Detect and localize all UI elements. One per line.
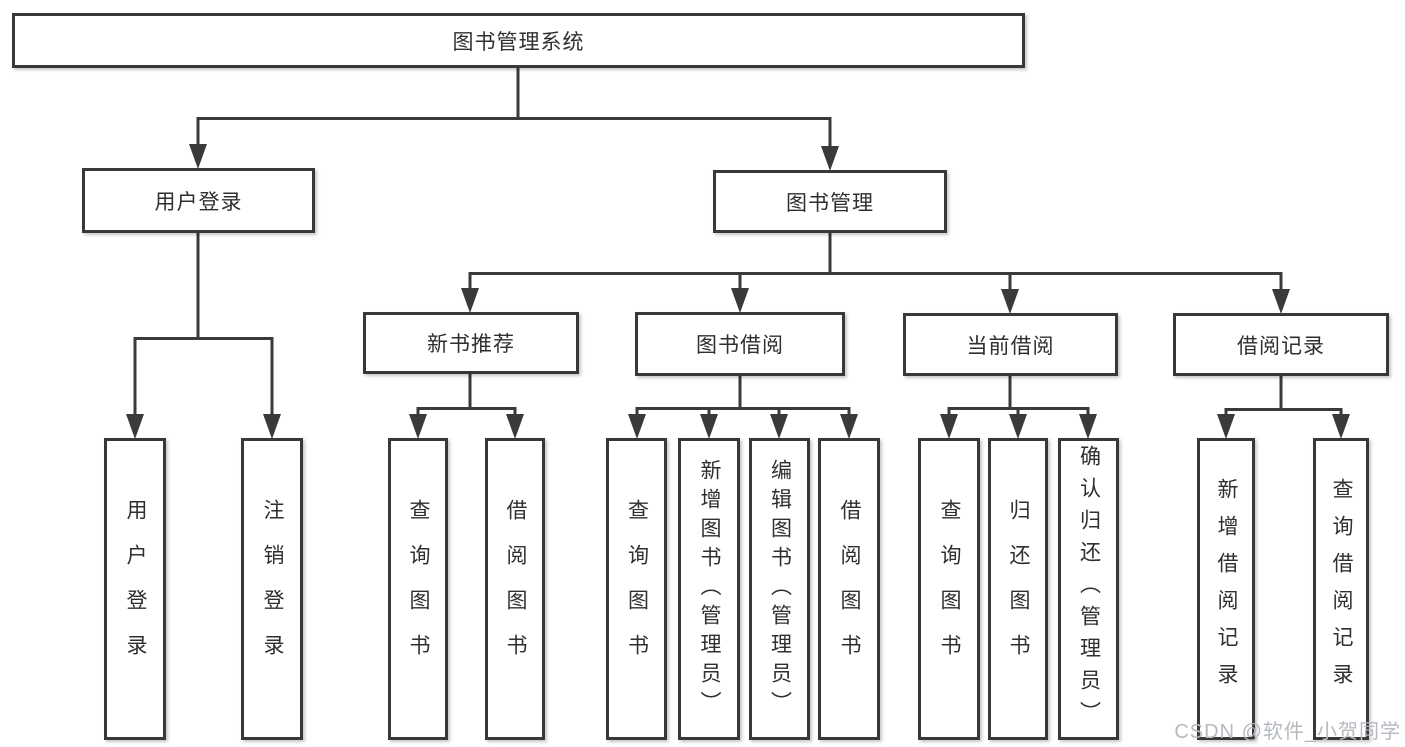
leaf-add-book-admin: 新增图书（管理员） [678, 438, 740, 740]
arrowhead-down-icon [628, 414, 646, 439]
node-current-borrow-label: 当前借阅 [966, 334, 1055, 358]
leaf-add-borrow-record: 新增借阅记录 [1197, 438, 1255, 740]
arrowhead-down-icon [700, 414, 718, 439]
leaf-query-borrow-record: 查询借阅记录 [1313, 438, 1369, 740]
node-current-borrow: 当前借阅 [903, 313, 1118, 376]
arrowhead-down-icon [263, 414, 281, 439]
leaf-query-books-current-label: 查询图书 [938, 499, 961, 679]
leaf-return-book-label: 归还图书 [1007, 499, 1030, 679]
connector-records-to-leaves [1224, 376, 1343, 416]
leaf-edit-book-admin-label: 编辑图书（管理员） [768, 458, 792, 720]
leaf-borrow-books-recommend: 借阅图书 [485, 438, 545, 740]
connector-bookmgmt-to-level3 [468, 233, 1283, 292]
node-user-login-label: 用户登录 [154, 190, 243, 214]
connector-userlogin-to-leaves [133, 233, 274, 416]
arrowhead-down-icon [126, 414, 144, 439]
arrowhead-down-icon [189, 144, 207, 169]
arrowhead-down-icon [506, 414, 524, 439]
node-root-system: 图书管理系统 [12, 13, 1025, 68]
node-new-book-recommend: 新书推荐 [363, 312, 579, 374]
node-book-management-label: 图书管理 [786, 191, 874, 215]
leaf-user-login-label: 用户登录 [124, 499, 147, 679]
watermark-text: CSDN @软件_小贺同学 [1174, 721, 1401, 743]
leaf-confirm-return-admin: 确认归还（管理员） [1058, 438, 1119, 740]
node-borrow-records-label: 借阅记录 [1237, 334, 1325, 358]
leaf-query-books-current: 查询图书 [918, 438, 980, 740]
node-user-login: 用户登录 [82, 168, 315, 233]
watermark: CSDN @软件_小贺同学 [1174, 715, 1401, 744]
leaf-query-borrow-record-label: 查询借阅记录 [1330, 478, 1353, 700]
arrowhead-down-icon [461, 288, 479, 313]
leaf-add-borrow-record-label: 新增借阅记录 [1215, 478, 1238, 700]
arrowhead-down-icon [1001, 289, 1019, 314]
node-book-borrow: 图书借阅 [635, 312, 845, 376]
arrowhead-down-icon [821, 146, 839, 171]
leaf-borrow-books: 借阅图书 [818, 438, 880, 740]
leaf-borrow-books-recommend-label: 借阅图书 [504, 499, 527, 679]
arrowhead-down-icon [1332, 414, 1350, 439]
connector-root-to-level2 [196, 68, 832, 149]
leaf-query-books-recommend-label: 查询图书 [407, 499, 430, 679]
connector-current-to-leaves [947, 376, 1090, 416]
node-borrow-records: 借阅记录 [1173, 313, 1389, 376]
node-book-borrow-label: 图书借阅 [696, 334, 784, 357]
arrowheads [126, 144, 1350, 439]
leaf-query-books-recommend: 查询图书 [388, 438, 448, 740]
arrowhead-down-icon [840, 414, 858, 439]
leaf-query-books-borrow: 查询图书 [606, 438, 667, 740]
arrowhead-down-icon [731, 288, 749, 313]
connector-borrow-to-leaves [635, 376, 851, 416]
arrowhead-down-icon [1079, 414, 1097, 439]
arrowhead-down-icon [1009, 414, 1027, 439]
arrowhead-down-icon [940, 414, 958, 439]
leaf-logout: 注销登录 [241, 438, 303, 740]
connector-newrec-to-leaves [416, 374, 517, 416]
arrowhead-down-icon [1272, 289, 1290, 314]
node-new-book-recommend-label: 新书推荐 [427, 333, 515, 356]
leaf-query-books-borrow-label: 查询图书 [625, 499, 649, 679]
node-book-management: 图书管理 [713, 170, 947, 233]
leaf-edit-book-admin: 编辑图书（管理员） [749, 438, 810, 740]
node-root-label: 图书管理系统 [452, 30, 585, 54]
arrowhead-down-icon [1217, 414, 1235, 439]
leaf-user-login: 用户登录 [104, 438, 166, 740]
leaf-borrow-books-label: 借阅图书 [838, 499, 861, 679]
leaf-add-book-admin-label: 新增图书（管理员） [698, 458, 721, 720]
arrowhead-down-icon [770, 414, 788, 439]
leaf-logout-label: 注销登录 [261, 499, 284, 679]
leaf-return-book: 归还图书 [988, 438, 1048, 740]
arrowhead-down-icon [409, 414, 427, 439]
leaf-confirm-return-admin-label: 确认归还（管理员） [1077, 445, 1101, 733]
